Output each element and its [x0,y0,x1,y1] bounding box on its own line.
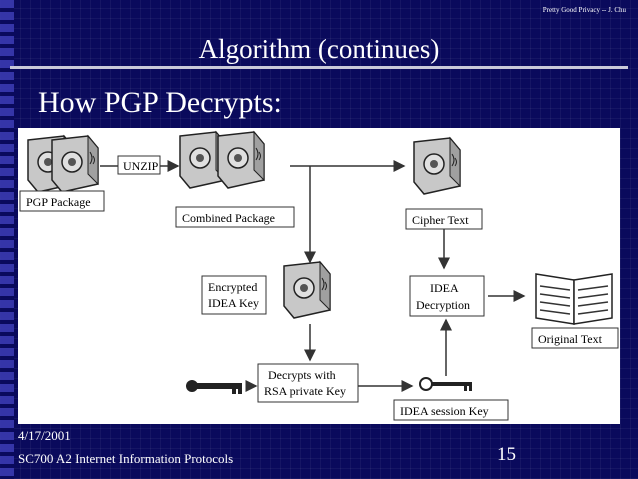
diagram-panel: PGP Package UNZIP Combined Package Ciphe… [18,128,620,424]
footer-course: SC700 A2 Internet Information Protocols [18,451,234,466]
rsa-private-key-icon [186,380,242,394]
encrypted-key-label-1: Encrypted [208,280,257,294]
unzip-box [117,155,161,175]
footer-date: 4/17/2001 [18,428,71,443]
cipher-text-icon [413,137,461,195]
session-key-label: IDEA session Key [400,404,489,418]
pgp-decrypt-diagram: PGP Package UNZIP Combined Package Ciphe… [19,131,619,421]
pgp-package-box [19,190,105,212]
combined-package-label: Combined Package [182,211,275,225]
slide-header: Pretty Good Privacy -- J. Chu [542,6,626,14]
slide-subtitle: How PGP Decrypts: [38,86,282,119]
rsa-decrypt-box [257,363,359,403]
rsa-decrypt-label-1: Decrypts with [268,368,336,382]
pgp-package-label: PGP Package [26,195,91,209]
session-key-box [393,399,509,421]
pgp-package-icon [27,135,99,193]
page-number: 15 [497,444,516,465]
combined-package-icon [179,131,265,189]
idea-decryption-box [409,275,485,317]
combined-package-box [175,206,295,228]
encrypted-key-label-2: IDEA Key [208,296,259,310]
encrypted-key-safe-icon [283,261,331,319]
idea-decryption-label-2: Decryption [416,298,470,312]
slide-title: Algorithm (continues) [198,34,440,64]
unzip-label: UNZIP [123,159,159,173]
session-key-icon [419,377,472,391]
title-divider [10,66,628,69]
encrypted-key-box [201,275,267,315]
rsa-decrypt-label-2: RSA private Key [264,384,346,398]
original-text-box [531,327,619,349]
left-decorative-strip [0,0,14,479]
idea-decryption-label-1: IDEA [430,281,459,295]
original-text-label: Original Text [538,332,603,346]
open-book-icon [535,273,613,325]
cipher-text-label: Cipher Text [412,213,469,227]
